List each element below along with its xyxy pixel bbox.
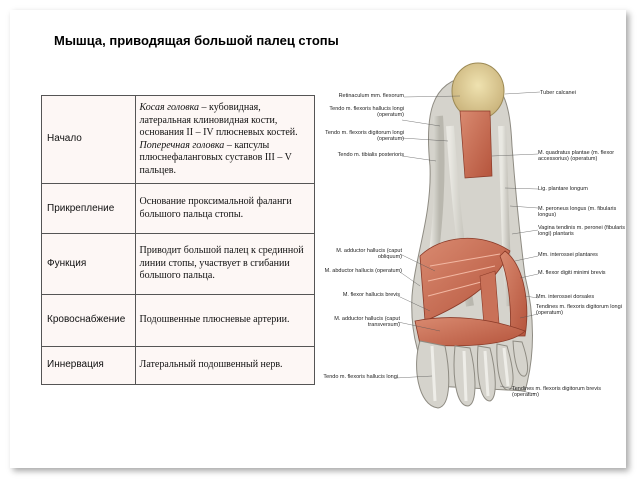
row-label-origin: Начало (41, 94, 136, 185)
figure-label: M. adductor hallucis (caput transversum) (334, 316, 400, 328)
figure-label: Vagina tendinis m. peronei (fibularis lo… (538, 225, 626, 237)
row-value-innervation: Латеральный подошвенный нерв. (134, 345, 316, 386)
origin-part-3: Поперечная головка (139, 139, 225, 151)
figure-label: Tendo m. flexoris hallucis longi (operat… (329, 106, 404, 118)
adductor-hallucis-transverse-head (414, 317, 526, 347)
table-row: Прикрепление Основание проксимальной фал… (41, 183, 316, 235)
row-label-blood-supply: Кровоснабжение (41, 293, 136, 347)
figure-label: M. flexor hallucis brevis (342, 292, 400, 298)
figure-label: Tendo m. flexoris digitorum longi (opera… (325, 130, 404, 142)
figure-label: Tuber calcanei (540, 90, 576, 96)
origin-part-4: – капсулы плюснефаланговых суставов III … (139, 139, 292, 176)
figure-label: M. abductor hallucis (operatum) (324, 268, 402, 274)
figure-label: Lig. plantare longum (538, 186, 588, 192)
figure-label: M. flexor digiti minimi brevis (538, 270, 606, 276)
quadratus-plantae-muscle (459, 110, 493, 179)
table-row: Кровоснабжение Подошвенные плюсневые арт… (41, 293, 316, 347)
figure-label: Tendines m. flexoris digitorum brevis (o… (512, 386, 601, 398)
figure-label: Tendines m. flexoris digitorum longi (op… (536, 304, 622, 316)
foot-muscles-illustration (395, 62, 541, 409)
table-row: Функция Приводит большой палец к срединн… (41, 233, 316, 295)
calcaneus-bone (451, 62, 505, 120)
adductor-hallucis-oblique-head (419, 237, 511, 322)
toe (512, 340, 529, 377)
figure-label: Mm. interossei dorsales (536, 294, 595, 300)
row-label-insertion: Прикрепление (41, 183, 136, 235)
figure-label: Tendo m. flexoris hallucis longi (323, 374, 398, 380)
figure-label: M. quadratus plantae (m. flexor accessor… (538, 150, 615, 162)
figure-label: M. adductor hallucis (caput obliquum) (336, 248, 402, 260)
table-row: Иннервация Латеральный подошвенный нерв. (41, 345, 316, 386)
row-value-blood-supply: Подошвенные плюсневые артерии. (134, 293, 316, 347)
origin-part-2: – кубовидная, латеральная клиновидная ко… (139, 102, 298, 139)
origin-part-1: Косая головка (139, 102, 200, 114)
row-value-insertion: Основание проксимальной фаланги большого… (134, 183, 316, 235)
figure-label: Tendo m. tibialis posterioris (337, 152, 404, 158)
info-table: Начало Косая головка – кубовидная, латер… (41, 94, 316, 386)
figure-label: M. peroneus longus (m. fibularis longus) (538, 206, 617, 218)
figure-label: Retinaculum mm. flexorum (338, 93, 404, 99)
figure-label: Mm. interossei plantares (538, 252, 598, 258)
table-row: Начало Косая головка – кубовидная, латер… (41, 94, 316, 185)
row-value-origin: Косая головка – кубовидная, латеральная … (134, 94, 316, 185)
page-title: Мышца, приводящая большой палец стопы (54, 33, 339, 48)
row-label-innervation: Иннервация (41, 345, 136, 386)
row-value-function: Приводит большой палец к срединной линии… (134, 233, 316, 295)
row-label-function: Функция (41, 233, 136, 295)
